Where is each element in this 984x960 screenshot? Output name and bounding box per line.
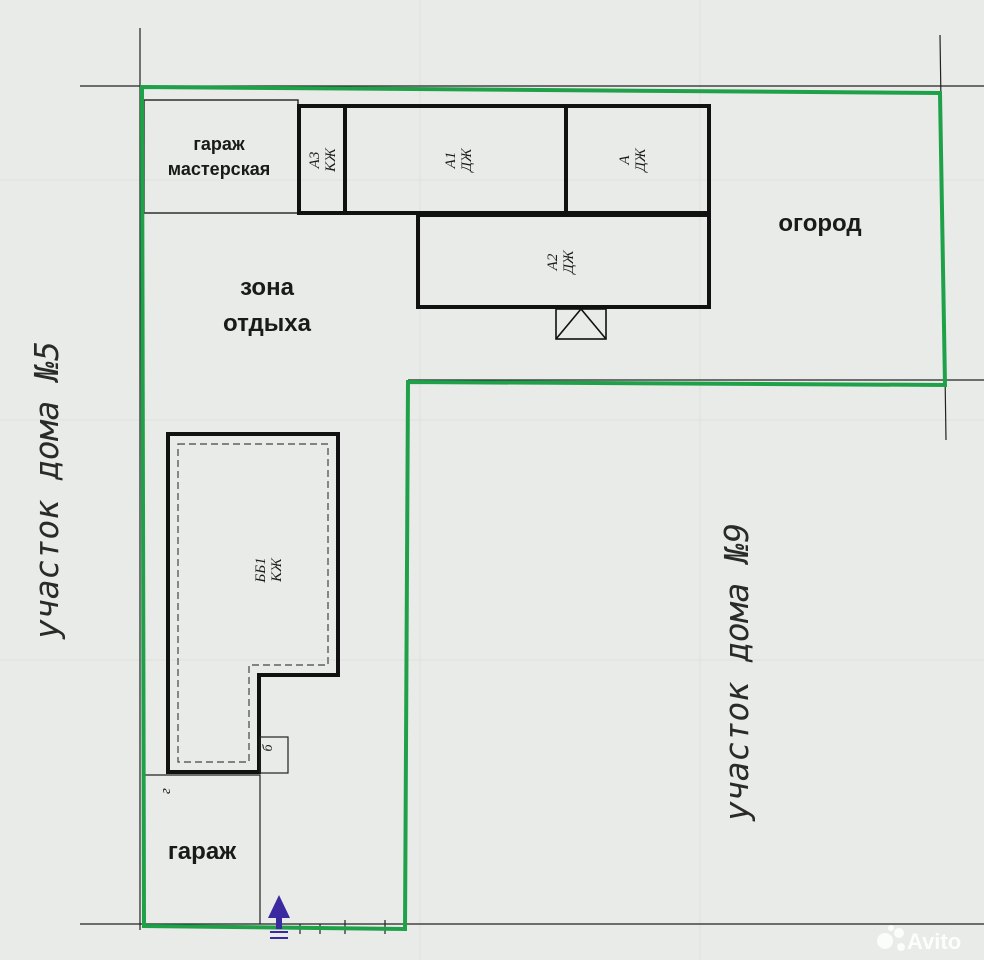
avito-watermark: Avito xyxy=(907,929,961,954)
room-a: А ДЖ xyxy=(617,147,649,174)
svg-text:А2: А2 xyxy=(545,253,561,271)
room-a1: А1 ДЖ xyxy=(443,147,475,174)
svg-text:А1: А1 xyxy=(443,152,459,170)
svg-text:А3: А3 xyxy=(307,152,323,170)
neighbor-plot-5-label: участок дома №5 xyxy=(27,341,66,640)
svg-text:ДЖ: ДЖ xyxy=(459,147,475,174)
svg-text:КЖ: КЖ xyxy=(269,557,285,583)
svg-text:А: А xyxy=(617,155,633,166)
garage-g-label: г xyxy=(158,788,174,794)
room-a3: А3 КЖ xyxy=(307,147,339,173)
garage-workshop-label-2: мастерская xyxy=(168,159,270,179)
svg-text:ББ1: ББ1 xyxy=(253,557,269,583)
entrance-arrow-icon xyxy=(268,895,290,939)
shed-b xyxy=(259,736,289,774)
svg-text:ДЖ: ДЖ xyxy=(633,147,649,174)
shed-b-label: б xyxy=(261,744,276,752)
svg-text:ДЖ: ДЖ xyxy=(561,249,577,276)
rest-zone-label: зона xyxy=(240,274,294,301)
svg-text:КЖ: КЖ xyxy=(323,147,339,173)
bb1-label: ББ1 КЖ xyxy=(253,557,285,584)
room-a2: А2 ДЖ xyxy=(545,249,577,276)
porch-triangle-icon xyxy=(555,307,607,340)
garage-building xyxy=(144,774,261,924)
rest-zone-label-2: отдыха xyxy=(223,310,312,337)
garage-label: гараж xyxy=(168,838,237,865)
avito-dots-icon xyxy=(877,925,905,951)
main-house xyxy=(297,104,711,309)
outbuilding-bb1 xyxy=(166,432,340,774)
garden-label: огород xyxy=(778,210,861,237)
garage-workshop-label: гараж xyxy=(193,134,245,154)
property-boundary xyxy=(139,84,948,932)
neighbor-plot-9-label: участок дома №9 xyxy=(717,523,756,822)
